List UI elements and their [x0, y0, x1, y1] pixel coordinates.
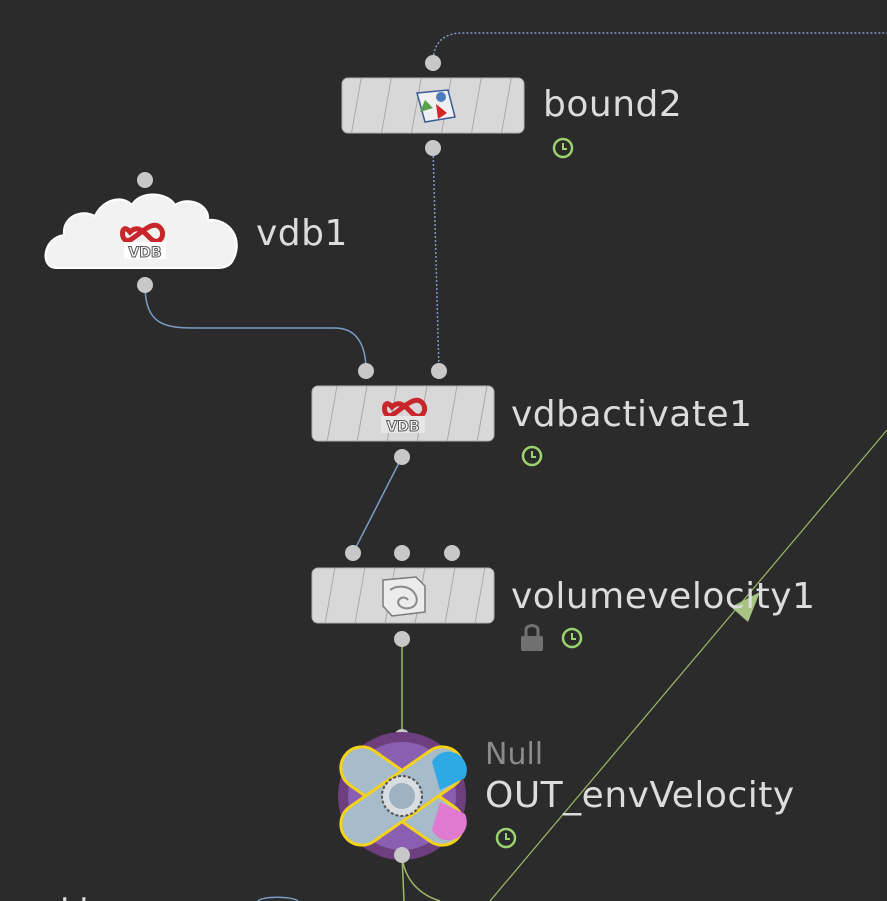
clock-icon[interactable] [495, 827, 517, 849]
svg-text:VDB: VDB [386, 419, 419, 435]
node-vdbactivate1[interactable]: VDB [311, 363, 495, 465]
wire-out-down [401, 854, 441, 901]
clock-icon[interactable] [552, 137, 574, 159]
wire-direction-arrow-icon [731, 592, 760, 622]
node-type-label: Null [485, 737, 544, 772]
node-label-vdbactivate1[interactable]: vdbactivate1 [511, 394, 753, 435]
wire-vdbactivate1-volumevelocity1 [352, 456, 403, 554]
node-label-bound2[interactable]: bound2 [543, 84, 683, 125]
vdb-icon: VDB [120, 222, 166, 262]
clock-icon[interactable] [521, 445, 543, 467]
node-out-envvelocity[interactable] [333, 729, 472, 863]
clock-icon[interactable] [561, 627, 583, 649]
node-volumevelocity1[interactable] [311, 545, 495, 647]
bound-icon [416, 89, 456, 123]
node-label-vdb1[interactable]: vdb1 [256, 213, 348, 254]
vdb-icon: VDB [381, 397, 427, 436]
lock-icon[interactable] [521, 624, 543, 652]
svg-text:. .: . . [60, 874, 89, 901]
partial-node-offscreen: . . [60, 874, 299, 901]
node-vdb1[interactable]: VDB [44, 172, 238, 293]
node-label-volumevelocity1[interactable]: volumevelocity1 [511, 576, 816, 617]
wire-vdb1-vdbactivate1 [144, 284, 367, 372]
node-label-out-envvelocity[interactable]: OUT_envVelocity [485, 775, 795, 816]
wire-out-offscreen-diagonal [489, 429, 887, 901]
wire-bound2-vdbactivate1 [432, 147, 440, 372]
node-bound2[interactable] [341, 55, 525, 156]
volume-icon [382, 576, 426, 617]
wire-bound2-offscreen [432, 32, 887, 64]
null-icon [339, 745, 467, 847]
svg-text:VDB: VDB [128, 245, 161, 261]
